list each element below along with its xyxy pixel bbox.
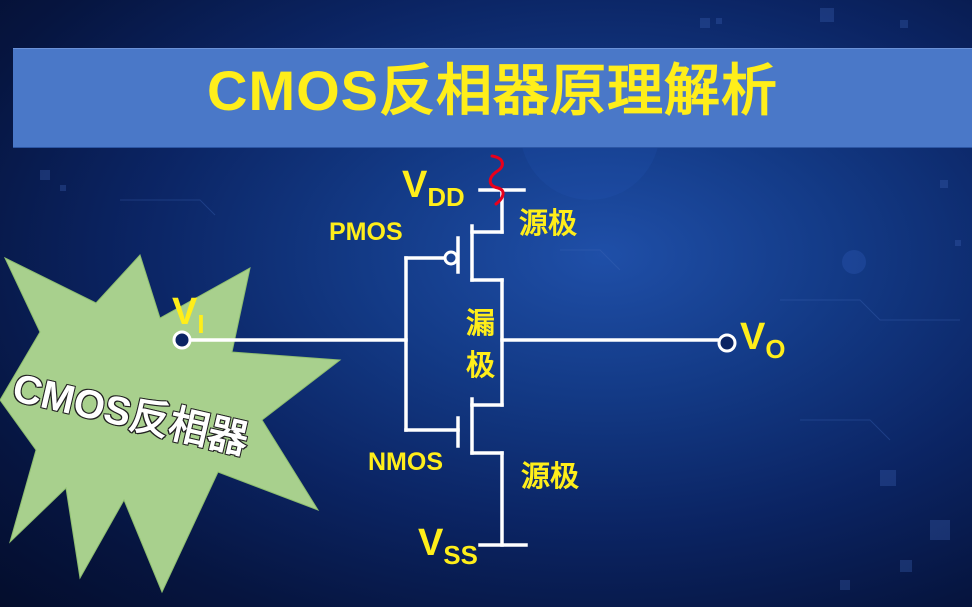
input-terminal [172,330,192,350]
vin-label: VI [172,291,205,340]
page-title: CMOS反相器原理解析 [207,59,778,122]
nmos-label: NMOS [368,448,443,476]
vout-label: VO [740,316,786,365]
output-terminal [717,333,737,353]
title-bar: CMOS反相器原理解析 [13,48,972,148]
source-bottom-label: 源极 [521,461,580,493]
red-annotation-mark [488,154,505,206]
pmos-label: PMOS [329,218,403,246]
pmos-gate-bubble [443,250,459,266]
source-top-label: 源极 [519,208,578,240]
vdd-label: VDD [402,164,465,213]
drain-label-line1: 漏 [466,308,496,340]
drain-label-line2: 极 [466,350,496,382]
vss-label: VSS [418,522,478,571]
